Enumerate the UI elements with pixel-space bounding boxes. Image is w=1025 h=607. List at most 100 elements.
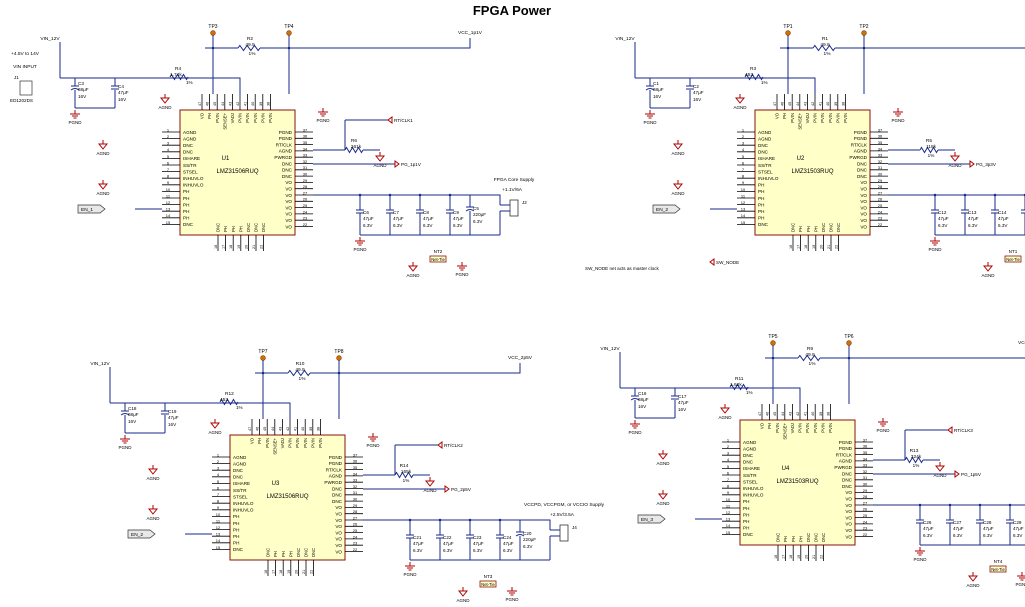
left-pin-name: SS/TR — [758, 163, 772, 168]
right-pin-number: 36 — [353, 459, 358, 464]
junction-dot — [448, 193, 452, 197]
right-pin-number: 37 — [353, 452, 358, 457]
input-cap-1-ref: C16 — [638, 391, 647, 396]
left-pin-number: 15 — [726, 530, 731, 535]
right-pin-number: 33 — [878, 153, 883, 158]
output-cap-ref: C7 — [393, 210, 399, 215]
ground-label: AGND — [146, 476, 160, 481]
top-pin-name: PVIN — [288, 438, 293, 448]
net-arrow — [387, 116, 393, 124]
output-cap-voltage: 6.3V — [393, 223, 403, 228]
ic-part-number: LMZ31506RUQ — [216, 169, 258, 175]
ground-label: AGND — [406, 273, 420, 278]
bottom-pin-name: PH — [798, 536, 803, 542]
right-pin-number: 29 — [303, 178, 308, 183]
input-cap-2-voltage: 16V — [693, 97, 702, 102]
right-pin-number: 37 — [863, 437, 868, 442]
top-pin-name: PH — [767, 423, 772, 429]
left-pin-name: PH — [743, 526, 749, 531]
top-pin-number: 39 — [834, 102, 838, 106]
right-pin-name: VO — [285, 218, 292, 223]
regulator-ic — [179, 109, 296, 236]
right-pin-number: 29 — [863, 488, 868, 493]
bottom-pin-number: 16 — [789, 245, 793, 249]
right-pin-name: PWRGD — [834, 465, 852, 470]
junction-dot — [948, 503, 952, 507]
left-pin-number: 14 — [726, 523, 731, 528]
right-pin-number: 30 — [863, 482, 868, 487]
ground-label: PGND — [316, 118, 330, 123]
top-pin-name: VADJ — [805, 113, 810, 123]
left-pin-number: 14 — [216, 538, 221, 543]
net-tie — [429, 255, 447, 263]
bottom-pin-number: 21 — [812, 555, 816, 559]
test-point-label: TP7 — [258, 349, 267, 355]
top-pin-name: PVIN — [828, 423, 833, 433]
bulk-cap-ref: C20 — [523, 531, 532, 536]
ground-label: PGND — [118, 445, 132, 450]
sw-node-note: SW_NODE net acts as master clock — [585, 266, 659, 271]
right-pin-number: 35 — [863, 450, 868, 455]
net-label: RT/CLK1 — [394, 118, 413, 123]
bottom-pin-name: DNC — [821, 533, 826, 542]
left-pin-name: DNC — [233, 468, 244, 473]
rt-clk-flag: RT/CLK3 — [947, 426, 973, 434]
test-point-dot — [210, 30, 216, 36]
input-cap-1-ref: C18 — [128, 406, 137, 411]
right-pin-number: 33 — [863, 463, 868, 468]
input-cap-2-value: 47μF — [118, 90, 129, 95]
ground-label: PGND — [505, 597, 519, 602]
left-pin-number: 3 — [217, 466, 220, 471]
top-pin-number: 42 — [796, 412, 800, 416]
ground-triangle — [967, 575, 979, 582]
bottom-pin-number: 20 — [294, 570, 298, 574]
bottom-pin-name: DNC — [246, 223, 251, 232]
left-pin-number: 2 — [167, 134, 170, 139]
net-tie-pgnd: PGND — [455, 262, 469, 277]
junction-dot — [337, 371, 341, 375]
right-pin-number: 22 — [353, 547, 358, 552]
bottom-pin-number: 20 — [804, 555, 808, 559]
left-pin-name: INHUVLO — [183, 176, 204, 181]
output-cap-value: 47μF — [423, 216, 434, 221]
output-supply-spec: +1.1V/6A — [502, 187, 523, 193]
right-pin-number: 31 — [878, 165, 883, 170]
left-pin-name: DNC — [758, 150, 769, 155]
bottom-pin-name: PH — [813, 226, 818, 232]
input-resistor — [287, 369, 311, 377]
adj-resistor-value: 453 — [220, 397, 228, 403]
junction-dot — [388, 193, 392, 197]
junction-dot — [261, 371, 265, 375]
ground-triangle — [934, 465, 946, 472]
left-pin-name: AGND — [183, 130, 197, 135]
ground-triangle — [209, 422, 221, 429]
left-pin-name: PH — [233, 514, 239, 519]
bulk-cap-voltage: 6.3V — [523, 544, 533, 549]
net-arrow — [394, 160, 400, 168]
test-point-dot — [336, 355, 342, 361]
output-cap-voltage: 6.3V — [938, 223, 948, 228]
test-point-b: TP6 — [844, 334, 854, 346]
right-pin-number: 25 — [353, 528, 358, 533]
right-pin-name: RT/CLK — [851, 142, 868, 147]
vin-net-label: VIN_12V — [600, 346, 620, 352]
right-pin-name: VO — [845, 528, 852, 533]
left-pin-number: 14 — [166, 213, 171, 218]
output-rail-name: VCC_1p1V — [458, 30, 483, 36]
top-pin-name: PVIN — [813, 423, 818, 433]
bottom-pin-number: 16 — [264, 570, 268, 574]
output-cap-voltage: 6.3V — [443, 548, 453, 553]
input-resistor-tolerance: 1% — [299, 376, 307, 382]
input-cap-1-value: 68μF — [638, 397, 649, 402]
bottom-pin-number: 16 — [774, 555, 778, 559]
left-pin-number: 1 — [167, 127, 170, 132]
right-pin-number: 26 — [303, 197, 308, 202]
left-pin-number: 5 — [742, 154, 745, 159]
rt-resistor-tolerance: 1% — [913, 463, 920, 468]
vin-net-label: VIN_12V — [40, 36, 60, 42]
junction-dot — [408, 518, 412, 522]
net-tie-ref: NT3 — [484, 574, 493, 579]
input-resistor-ref: R1 — [822, 36, 828, 42]
top-pin-name: PVIN — [268, 113, 273, 123]
